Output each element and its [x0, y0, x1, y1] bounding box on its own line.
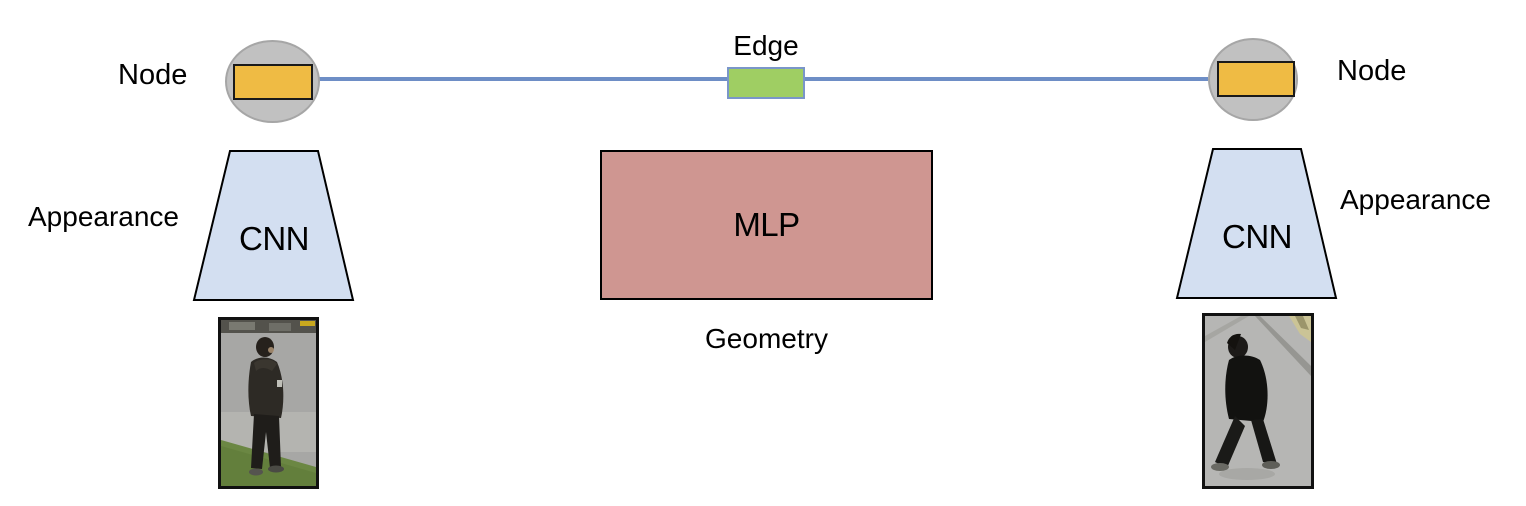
pavement-seam	[1205, 316, 1249, 342]
pedestrian-image-left	[218, 317, 319, 489]
cnn-label-right: CNN	[1222, 218, 1293, 255]
pedestrian-image-right	[1202, 313, 1314, 489]
pavement-crack	[1255, 316, 1311, 376]
node-label-left: Node	[118, 59, 188, 91]
node-feature-box-left	[233, 64, 313, 100]
grass-shade	[221, 446, 316, 486]
pedestrian-figure	[1211, 333, 1280, 471]
pedestrian-figure	[248, 337, 284, 476]
beige-object-shade	[1295, 316, 1309, 330]
pedestrian-photo-left-illustration	[221, 320, 316, 486]
mlp-box: MLP	[600, 150, 933, 300]
mlp-label: MLP	[733, 205, 800, 243]
node-label-right: Node	[1337, 55, 1407, 87]
shadow	[1219, 468, 1275, 480]
road-blotch	[269, 323, 291, 331]
edge-label: Edge	[733, 30, 799, 61]
yellow-road-marking	[300, 321, 315, 326]
edge-feature-box	[727, 67, 805, 99]
pedestrian-photo-right-illustration	[1205, 316, 1311, 486]
geometry-label: Geometry	[705, 323, 828, 354]
road-blotch	[229, 322, 255, 330]
cnn-trapezoid-left	[192, 150, 355, 301]
node-feature-box-right	[1217, 61, 1295, 97]
cnn-label-left: CNN	[239, 220, 310, 257]
appearance-label-left: Appearance	[28, 201, 180, 232]
cnn-trapezoid-right	[1175, 148, 1338, 299]
appearance-label-right: Appearance	[1340, 184, 1492, 215]
